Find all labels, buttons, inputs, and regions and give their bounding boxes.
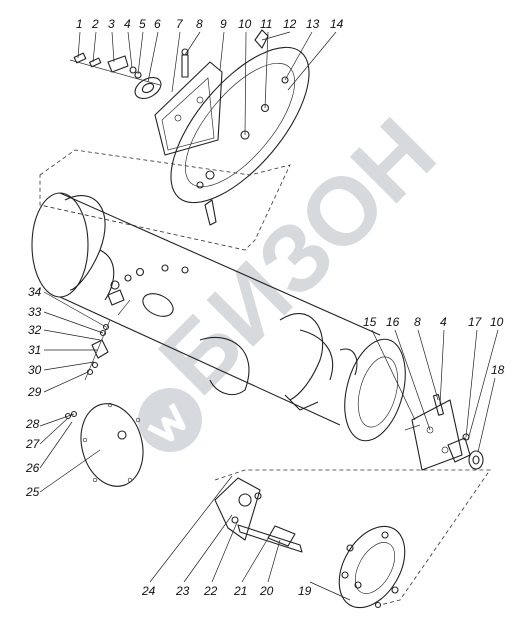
callout-17: 17 xyxy=(468,315,483,329)
leader-lines xyxy=(39,31,499,601)
callout-24: 24 xyxy=(141,584,156,598)
callout-18: 18 xyxy=(491,363,505,377)
callout-4b: 4 xyxy=(440,315,447,329)
callout-23: 23 xyxy=(175,584,190,598)
callout-8: 8 xyxy=(196,17,203,31)
watermark: БИЗОН xyxy=(138,98,456,452)
callout-30: 30 xyxy=(28,363,42,377)
callout-25: 25 xyxy=(25,485,40,499)
end-cover xyxy=(64,402,144,487)
callout-20: 20 xyxy=(259,584,274,598)
callout-2: 2 xyxy=(91,17,99,31)
callout-16: 16 xyxy=(386,315,400,329)
watermark-logo xyxy=(138,388,202,452)
callout-26: 26 xyxy=(25,461,40,475)
callout-28: 28 xyxy=(25,417,40,431)
callout-29: 29 xyxy=(27,385,42,399)
callout-33: 33 xyxy=(28,305,42,319)
callout-9: 9 xyxy=(220,17,227,31)
dashed-outline-bottom xyxy=(214,469,491,606)
callout-11: 11 xyxy=(260,17,272,31)
callout-14: 14 xyxy=(330,17,344,31)
callout-5: 5 xyxy=(139,17,146,31)
callout-15: 15 xyxy=(363,315,377,329)
callout-12: 12 xyxy=(283,17,297,31)
callout-19: 19 xyxy=(298,584,312,598)
callout-labels: 1 2 3 4 5 6 7 8 9 10 11 12 13 14 15 16 8… xyxy=(25,17,505,598)
right-bearing-plate xyxy=(404,394,484,471)
dashed-outline-top xyxy=(39,149,291,251)
callout-4: 4 xyxy=(124,17,131,31)
top-disc-assembly xyxy=(69,29,310,226)
callout-8b: 8 xyxy=(414,315,421,329)
callout-7: 7 xyxy=(176,17,184,31)
callout-1: 1 xyxy=(76,17,83,31)
callout-6: 6 xyxy=(154,17,161,31)
bracket-plate xyxy=(154,61,223,156)
callout-22: 22 xyxy=(203,584,218,598)
callout-27: 27 xyxy=(25,437,41,451)
callout-10: 10 xyxy=(238,17,252,31)
callout-13: 13 xyxy=(306,17,320,31)
callout-10b: 10 xyxy=(490,315,504,329)
auger-tube xyxy=(31,192,406,442)
callout-34: 34 xyxy=(28,285,42,299)
callout-32: 32 xyxy=(28,323,42,337)
callout-21: 21 xyxy=(233,584,247,598)
callout-3: 3 xyxy=(108,17,115,31)
callout-31: 31 xyxy=(28,343,41,357)
disc-plate xyxy=(170,46,310,204)
